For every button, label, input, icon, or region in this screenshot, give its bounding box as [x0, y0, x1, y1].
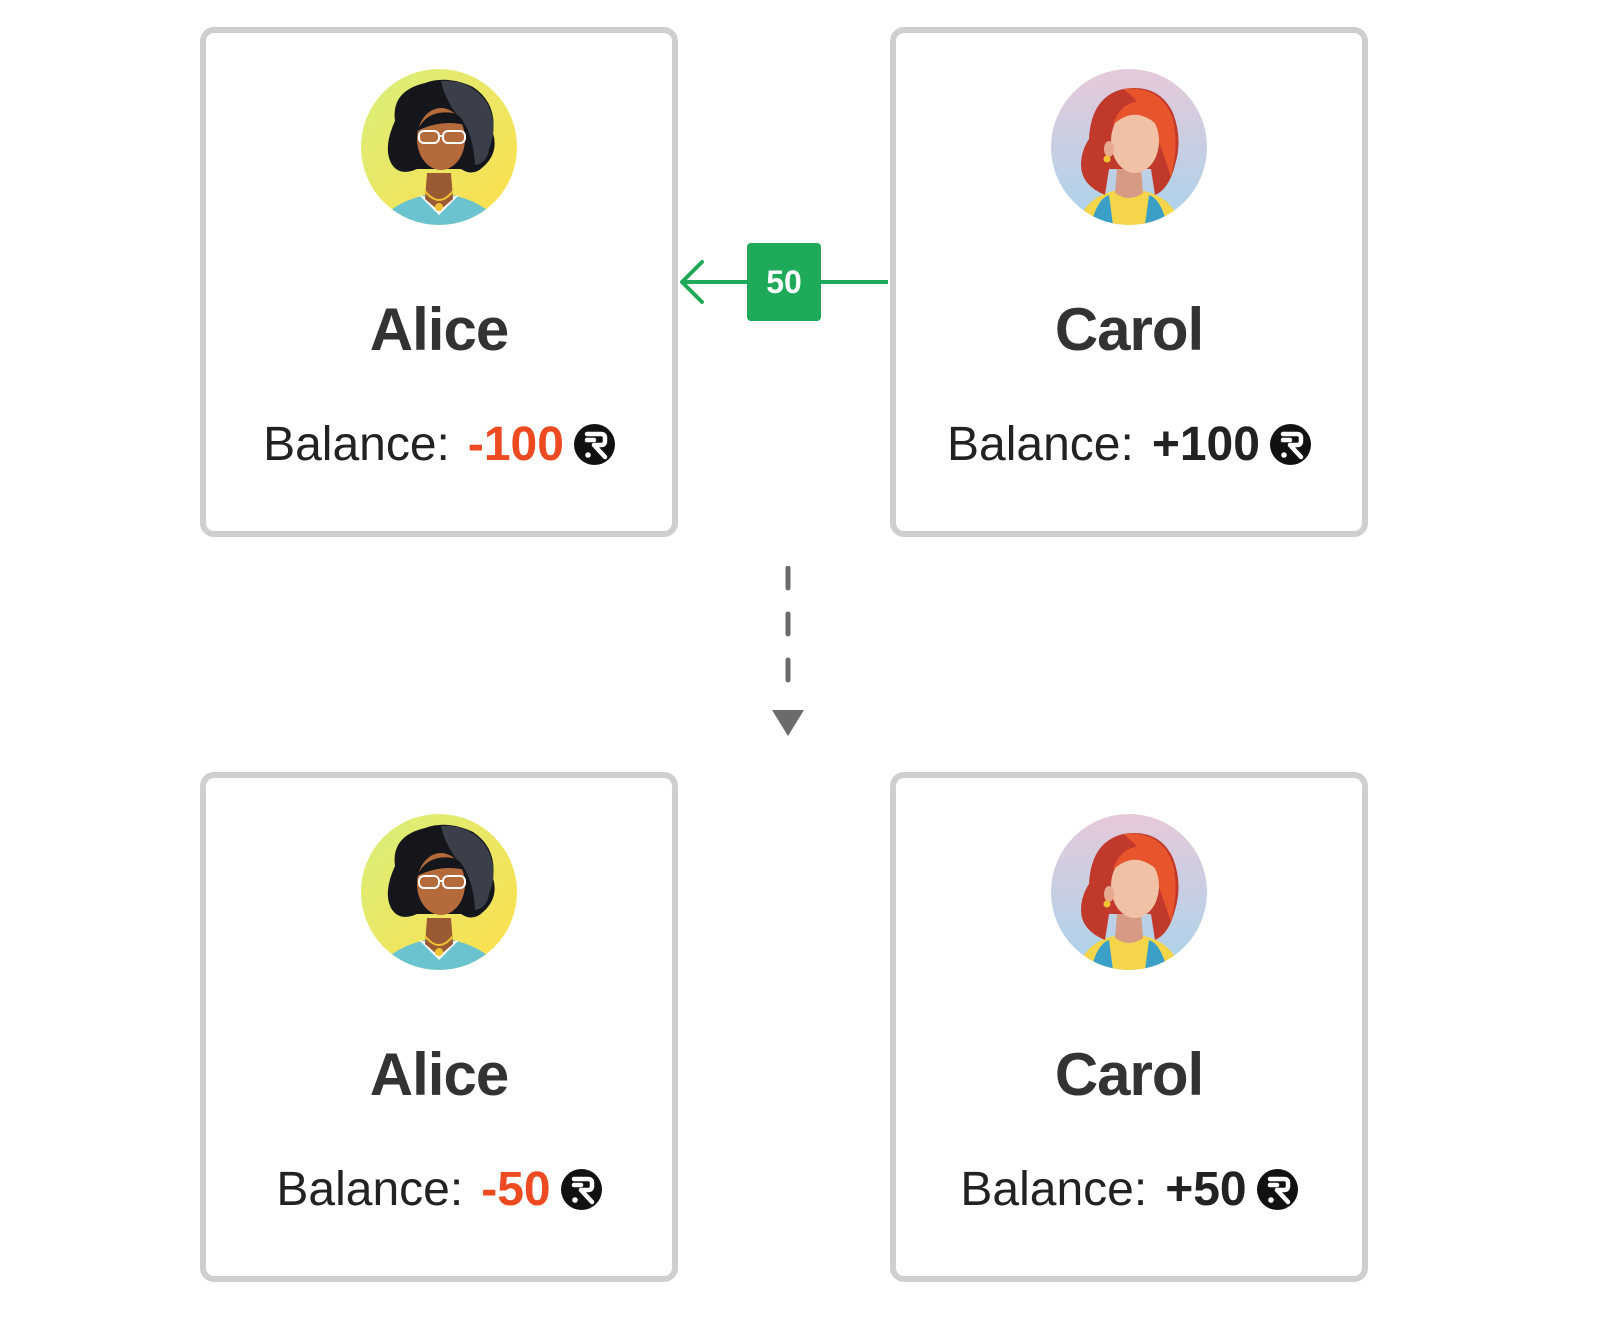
balance-row: Balance: +100 — [896, 417, 1362, 472]
balance-value: -100 — [467, 418, 564, 471]
balance-value: -50 — [481, 1163, 551, 1216]
flow-down-arrow-icon — [772, 566, 804, 736]
balance-label: Balance: — [947, 418, 1134, 471]
currency-coin-icon — [573, 424, 615, 465]
balance-label: Balance: — [263, 418, 450, 471]
currency-coin-icon — [560, 1169, 602, 1210]
balance-row: Balance: -100 — [206, 417, 672, 472]
carol-avatar-icon — [1051, 814, 1207, 970]
carol-avatar-icon — [1051, 69, 1207, 225]
balance-value: +50 — [1165, 1163, 1247, 1216]
balance-label: Balance: — [960, 1163, 1148, 1216]
alice-card-after: Alice Balance: -50 — [200, 772, 678, 1282]
balance-row: Balance: -50 — [206, 1162, 672, 1217]
transfer-amount-badge: 50 — [747, 243, 821, 321]
alice-avatar-icon — [361, 69, 517, 225]
account-name: Carol — [1054, 296, 1204, 363]
balance-label: Balance: — [276, 1163, 464, 1216]
account-name: Alice — [369, 1041, 509, 1108]
currency-coin-icon — [1256, 1169, 1298, 1210]
carol-card-after: Carol Balance: +50 — [890, 772, 1368, 1282]
balance-row: Balance: +50 — [896, 1162, 1362, 1217]
carol-card-before: Carol Balance: +100 — [890, 27, 1368, 537]
alice-card-before: Alice Balance: -100 — [200, 27, 678, 537]
transfer-connector: 50 — [676, 240, 892, 324]
alice-avatar-icon — [361, 814, 517, 970]
balance-value: +100 — [1151, 418, 1260, 471]
account-name: Carol — [1054, 1041, 1204, 1108]
account-name: Alice — [369, 296, 509, 363]
currency-coin-icon — [1269, 424, 1311, 465]
